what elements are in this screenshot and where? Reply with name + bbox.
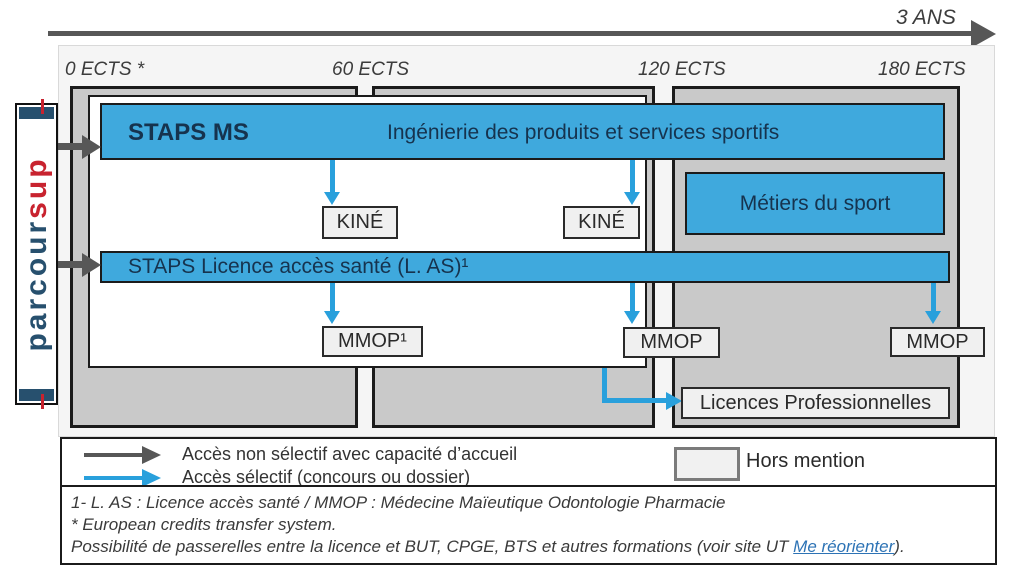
- footnote-passerelles-text: Possibilité de passerelles entre la lice…: [71, 537, 794, 556]
- metiers-du-sport-box: Métiers du sport: [685, 172, 945, 235]
- kine-box-year1: KINÉ: [322, 206, 398, 239]
- arrow-kine-2-head-icon: [624, 192, 640, 205]
- parcoursup-wordmark-accent: sup: [19, 156, 53, 219]
- kine-box-year2: KINÉ: [563, 206, 640, 239]
- entry-arrow-staps-las-head-icon: [82, 253, 101, 277]
- arrow-mmop-2-head-icon: [624, 311, 640, 324]
- arrow-mmop-3-shaft: [931, 283, 936, 311]
- legend-blue-arrow-shaft: [84, 476, 142, 480]
- entry-arrow-staps-las-shaft: [56, 261, 83, 268]
- parcoursup-bottom-bar: [19, 389, 54, 401]
- staps-ms-bar: STAPS MS Ingénierie des produits et serv…: [100, 103, 945, 160]
- footnote-abbreviations: 1- L. AS : Licence accès santé / MMOP : …: [71, 493, 726, 512]
- me-reorienter-link[interactable]: Me réorienter: [793, 537, 895, 556]
- mmop-box-year2: MMOP: [623, 327, 720, 358]
- ects-label-180: 180 ECTS: [878, 59, 966, 80]
- ects-label-0: 0 ECTS *: [65, 59, 145, 80]
- staps-ms-label: STAPS MS: [128, 119, 249, 146]
- timeline-duration-label: 3 ANS: [896, 6, 956, 29]
- ects-label-120: 120 ECTS: [638, 59, 726, 80]
- mmop-box-year3: MMOP: [890, 327, 985, 357]
- legend-selective-label: Accès sélectif (concours ou dossier): [182, 467, 471, 487]
- parcoursup-logo: parcoursup: [15, 99, 58, 409]
- arrow-kine-2-shaft: [630, 160, 635, 192]
- staps-las-label: STAPS Licence accès santé (L. AS)¹: [128, 255, 469, 278]
- parcoursup-top-bar: [19, 107, 54, 119]
- parcoursup-red-tick-top: [41, 99, 44, 114]
- ingenierie-label: Ingénierie des produits et services spor…: [387, 121, 780, 144]
- mmop-box-year1: MMOP¹: [322, 326, 423, 357]
- parcoursup-wordmark: parcoursup: [20, 156, 54, 351]
- licences-professionnelles-box: Licences Professionnelles: [681, 387, 950, 419]
- footnote-passerelles: Possibilité de passerelles entre la lice…: [71, 537, 905, 557]
- ects-label-60: 60 ECTS: [332, 59, 410, 80]
- arrow-licences-pro-vertical: [602, 368, 607, 403]
- arrow-licences-pro-horizontal: [602, 398, 666, 403]
- parcoursup-wordmark-main: parcour: [19, 218, 53, 352]
- arrow-mmop-3-head-icon: [925, 311, 941, 324]
- parcoursup-red-tick-bottom: [41, 394, 44, 409]
- arrow-kine-1-shaft: [330, 160, 335, 192]
- footnotes-box: 1- L. AS : Licence accès santé / MMOP : …: [60, 485, 997, 565]
- timeline-arrow-head-icon: [971, 20, 996, 48]
- arrow-kine-1-head-icon: [324, 192, 340, 205]
- legend-box: Accès non sélectif avec capacité d’accue…: [60, 437, 997, 487]
- staps-las-bar: STAPS Licence accès santé (L. AS)¹: [100, 251, 950, 283]
- legend-gray-arrow-head-icon: [142, 446, 161, 464]
- entry-arrow-staps-ms-head-icon: [82, 135, 101, 159]
- legend-non-selective-label: Accès non sélectif avec capacité d’accue…: [182, 444, 518, 464]
- arrow-mmop-1-shaft: [330, 283, 335, 311]
- hors-mention-swatch: [674, 447, 740, 481]
- arrow-mmop-2-shaft: [630, 283, 635, 311]
- hors-mention-label: Hors mention: [746, 450, 865, 472]
- legend-gray-arrow-shaft: [84, 453, 142, 457]
- timeline-arrow-shaft: [48, 31, 972, 36]
- footnote-ects: * European credits transfer system.: [71, 515, 337, 534]
- footnote-passerelles-suffix: ).: [894, 537, 905, 556]
- arrow-licences-pro-head-icon: [666, 392, 682, 410]
- arrow-mmop-1-head-icon: [324, 311, 340, 324]
- legend-blue-arrow-head-icon: [142, 469, 161, 487]
- entry-arrow-staps-ms-shaft: [56, 143, 83, 150]
